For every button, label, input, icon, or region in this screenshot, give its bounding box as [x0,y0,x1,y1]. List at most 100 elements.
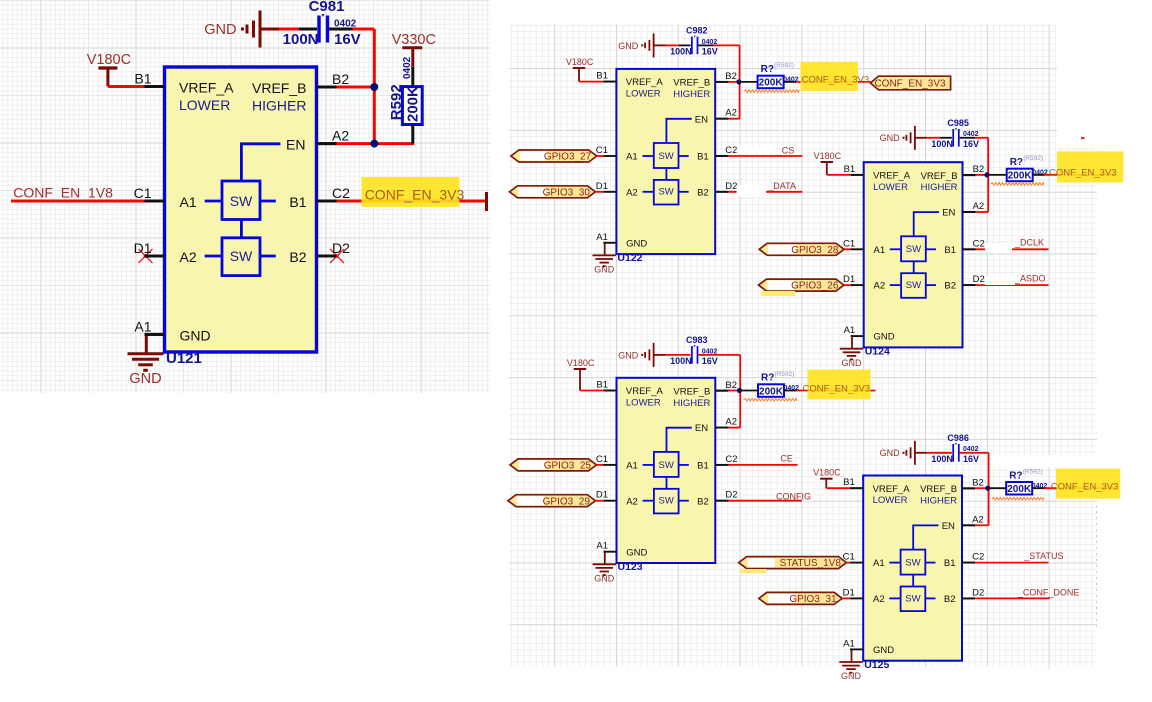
svg-text:CONF_EN_3V3: CONF_EN_3V3 [365,187,465,203]
svg-text:A2: A2 [626,187,638,198]
svg-text:CONF_EN_3V3: CONF_EN_3V3 [1049,167,1117,178]
svg-text:SW: SW [906,244,921,255]
svg-text:200K: 200K [404,86,421,122]
svg-text:GND: GND [842,358,863,368]
svg-text:GPIO3_29: GPIO3_29 [543,496,591,507]
svg-text:LOWER: LOWER [626,398,661,409]
svg-text:A1: A1 [180,194,197,210]
svg-text:SW: SW [659,496,674,507]
svg-text:U124: U124 [865,345,890,357]
svg-text:SW: SW [658,151,673,162]
svg-text:B1: B1 [697,461,709,472]
svg-text:D1: D1 [596,490,608,501]
svg-text:V180C: V180C [566,57,594,67]
svg-text:HIGHER: HIGHER [673,89,710,100]
svg-text:EN: EN [942,208,955,219]
svg-text:U125: U125 [864,659,889,671]
svg-text:VREF_B: VREF_B [673,78,710,89]
svg-text:CONF_EN_3V3: CONF_EN_3V3 [803,384,871,395]
svg-text:A1: A1 [134,319,151,335]
svg-text:0402: 0402 [334,19,357,30]
svg-text:200K: 200K [1008,171,1033,182]
svg-text:SW: SW [905,558,920,569]
svg-text:R?: R? [761,64,774,75]
svg-text:B1: B1 [844,164,856,175]
svg-text:B1: B1 [289,194,306,210]
svg-text:16V: 16V [702,47,718,57]
svg-text:GPIO3_27: GPIO3_27 [544,152,592,163]
svg-text:D1: D1 [843,587,855,598]
svg-text:200K: 200K [759,386,784,397]
svg-text:V180C: V180C [87,52,131,68]
svg-text:B1: B1 [134,71,151,87]
svg-text:R?: R? [1010,157,1023,168]
svg-text:V180C: V180C [814,151,842,161]
svg-text:_CS: _CS [776,145,795,155]
svg-text:GPIO3_31: GPIO3_31 [789,594,837,605]
svg-text:C982: C982 [686,26,708,36]
svg-text:16V: 16V [963,454,979,464]
svg-text:C1: C1 [596,454,608,465]
svg-text:B2: B2 [972,478,984,489]
svg-text:16V: 16V [702,356,718,366]
svg-text:0402: 0402 [402,56,413,79]
svg-text:HIGHER: HIGHER [252,98,306,114]
svg-text:A2: A2 [725,108,737,119]
svg-text:_DCLK: _DCLK [1014,238,1044,248]
svg-text:_DATA: _DATA [767,181,796,191]
svg-text:CE: CE [780,454,793,464]
svg-text:D2: D2 [972,587,984,598]
svg-text:EN: EN [695,114,708,125]
svg-text:B2: B2 [973,164,985,175]
svg-text:GPIO3_25: GPIO3_25 [544,461,592,472]
svg-text:SW: SW [659,460,674,471]
svg-text:VREF_A: VREF_A [626,386,664,397]
svg-text:U122: U122 [617,252,642,264]
svg-text:GND: GND [880,448,901,458]
svg-text:A2: A2 [873,594,885,605]
svg-text:U121: U121 [166,350,202,367]
svg-text:HIGHER: HIGHER [920,496,957,507]
svg-text:A2: A2 [874,281,886,292]
svg-text:LOWER: LOWER [626,89,661,100]
svg-text:GPIO3_26: GPIO3_26 [791,281,839,292]
svg-text:C983: C983 [686,335,708,345]
svg-text:EN: EN [695,423,708,434]
svg-text:100N: 100N [931,454,953,464]
svg-text:GPIO3_30: GPIO3_30 [543,187,591,198]
svg-text:_CONF_DONE: _CONF_DONE [1017,588,1080,598]
svg-text:C2: C2 [973,238,985,249]
svg-text:0402: 0402 [702,39,718,46]
svg-text:B1: B1 [944,558,956,569]
svg-text:SW: SW [658,187,673,198]
svg-text:16V: 16V [334,31,361,48]
svg-text:A1: A1 [626,461,638,472]
svg-text:B2: B2 [289,249,306,265]
svg-text:(R592): (R592) [774,62,794,69]
svg-text:C2: C2 [725,145,737,156]
svg-text:D2: D2 [725,181,737,192]
svg-text:_STATUS: _STATUS [1023,551,1063,561]
svg-text:(R592): (R592) [775,371,795,378]
svg-text:A2: A2 [626,496,638,507]
svg-text:C1: C1 [843,552,855,563]
svg-text:B1: B1 [843,477,855,488]
svg-text:EN: EN [942,521,955,532]
svg-text:C2: C2 [332,185,350,201]
svg-text:CONFIG: CONFIG [776,491,811,501]
svg-text:GND: GND [874,332,895,343]
svg-text:B2: B2 [944,281,956,292]
svg-text:B2: B2 [725,71,737,82]
svg-text:0402: 0402 [783,77,799,84]
svg-text:0402: 0402 [1032,170,1048,177]
svg-text:B2: B2 [697,187,709,198]
svg-text:D1: D1 [134,240,152,256]
svg-text:LOWER: LOWER [873,182,908,193]
svg-text:100N: 100N [670,356,692,366]
svg-text:C2: C2 [725,454,737,465]
svg-text:D2: D2 [725,490,737,501]
svg-text:SW: SW [230,248,253,264]
svg-text:B2: B2 [697,496,709,507]
svg-text:D2: D2 [332,240,350,256]
svg-text:V180C: V180C [567,358,595,368]
